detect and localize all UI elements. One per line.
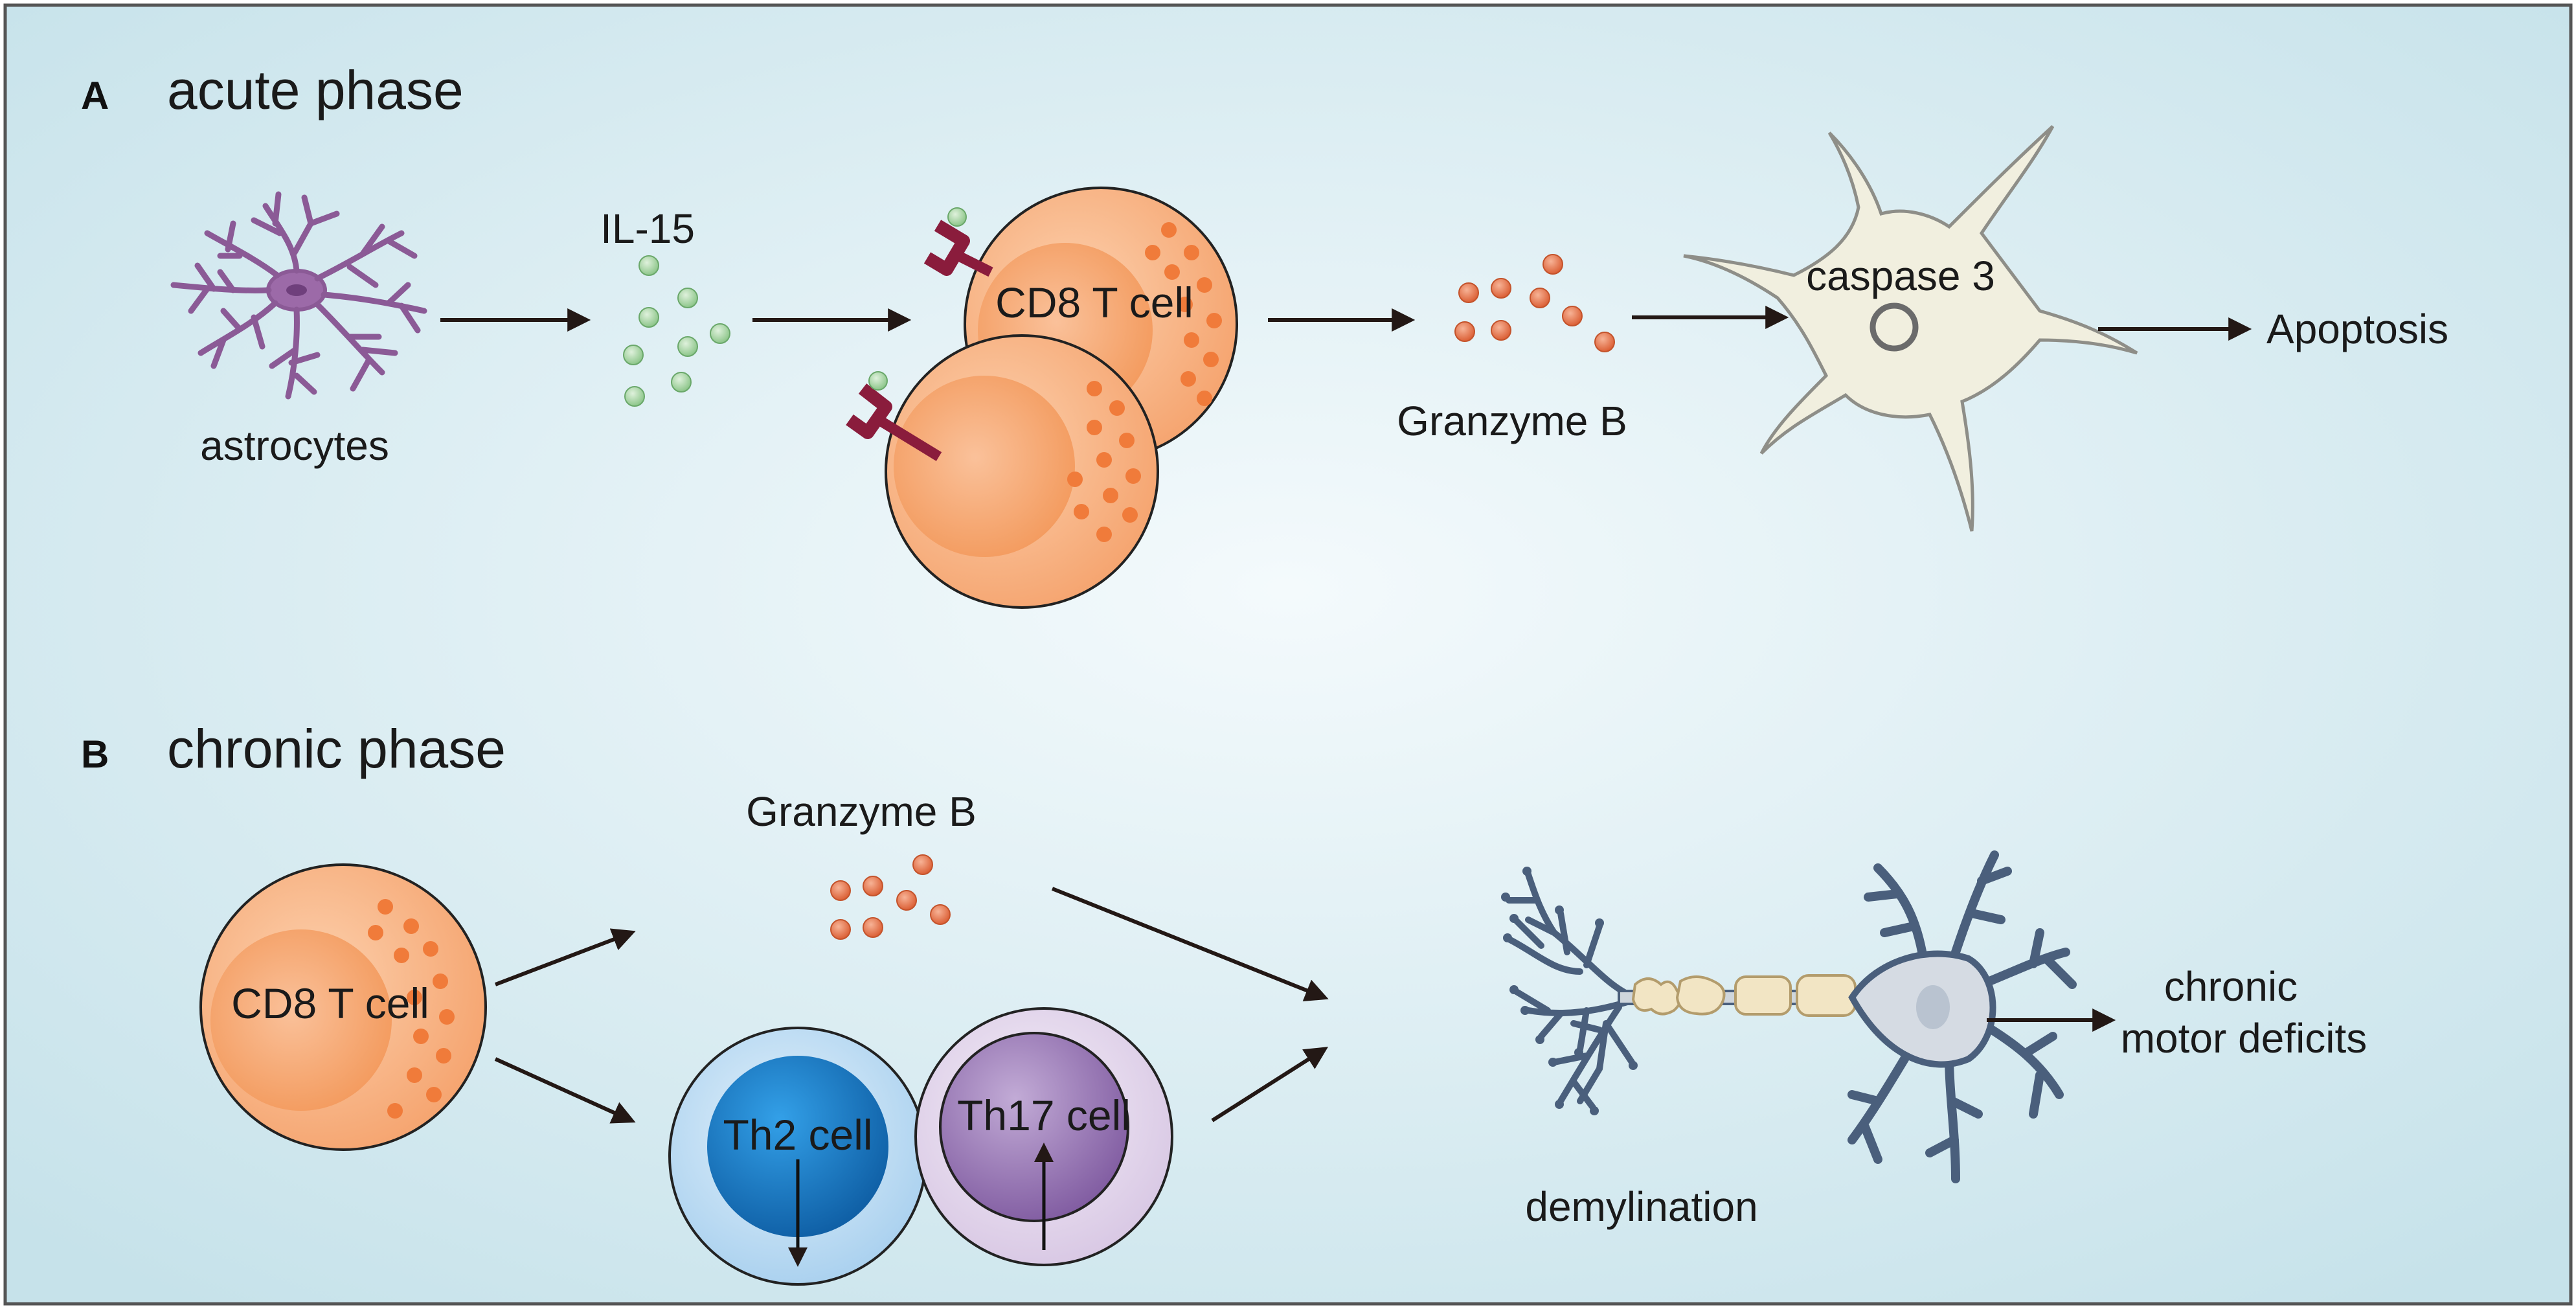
granzyme-b-label-a: Granzyme B bbox=[1397, 398, 1627, 444]
panel-a-letter: A bbox=[81, 74, 109, 117]
th2-cell-label: Th2 cell bbox=[723, 1111, 872, 1159]
cd8-t-cell-b bbox=[199, 863, 487, 1151]
arrow-cd8-to-granzyme-b bbox=[494, 928, 636, 986]
panel-b-title: chronic phase bbox=[167, 718, 506, 779]
il15-dot bbox=[623, 345, 644, 365]
astrocyte-icon bbox=[170, 191, 427, 400]
granzyme-b-molecules-b bbox=[830, 854, 951, 940]
arrow-granzyme-to-demyelination bbox=[1051, 887, 1329, 1002]
arrow-th-cells-to-demyelination bbox=[1211, 1047, 1329, 1122]
il15-dot bbox=[677, 288, 698, 308]
granzyme-b-label-b: Granzyme B bbox=[746, 788, 977, 835]
astrocytes-label: astrocytes bbox=[200, 422, 389, 469]
il15-dot bbox=[671, 372, 692, 393]
apoptosis-label: Apoptosis bbox=[2266, 306, 2448, 352]
caspase-3-label: caspase 3 bbox=[1806, 253, 1995, 299]
cd8-t-cell-front bbox=[885, 334, 1159, 609]
th2-cell-icon bbox=[668, 1027, 927, 1286]
outcome-line-2: motor deficits bbox=[2121, 1015, 2367, 1062]
il15-dot bbox=[624, 386, 645, 407]
demyelinated-neuron-icon bbox=[1501, 850, 2077, 1183]
cd8-t-cell-label-a: CD8 T cell bbox=[995, 279, 1193, 326]
granzyme-b-molecules-a bbox=[1454, 254, 1615, 352]
cd8-t-cell-label-b: CD8 T cell bbox=[231, 979, 429, 1027]
th17-cell-icon bbox=[914, 1007, 1173, 1266]
il15-receptor-icon bbox=[923, 207, 993, 277]
il15-label: IL-15 bbox=[600, 205, 695, 252]
il15-dot bbox=[710, 323, 730, 344]
il15-receptor-icon bbox=[846, 371, 942, 461]
th17-cell-label: Th17 cell bbox=[957, 1091, 1131, 1139]
demyelination-label: demylination bbox=[1525, 1183, 1757, 1230]
il15-molecules bbox=[623, 255, 730, 407]
il15-dot bbox=[638, 255, 659, 276]
il15-dot bbox=[638, 307, 659, 328]
arrow-cd8-to-th-cells bbox=[494, 1057, 636, 1124]
il15-dot bbox=[677, 336, 698, 357]
panel-b-letter: B bbox=[81, 733, 109, 776]
outcome-line-1: chronic bbox=[2164, 963, 2298, 1010]
panel-a-title: acute phase bbox=[167, 60, 464, 120]
neuron-icon bbox=[1683, 125, 2138, 532]
